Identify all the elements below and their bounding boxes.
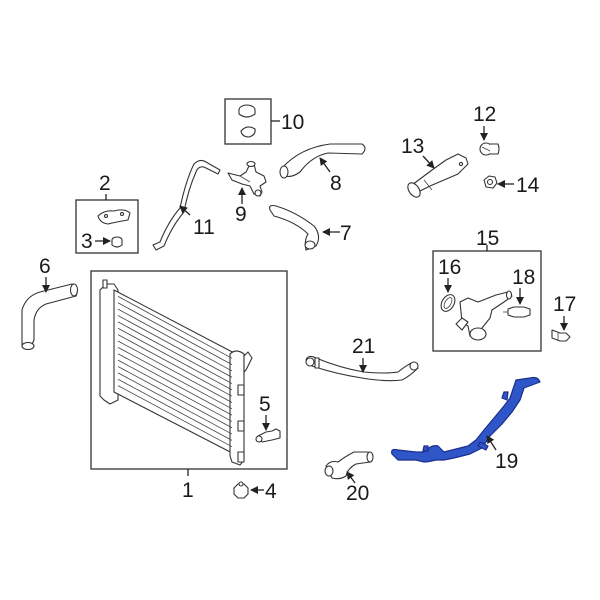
part-13-outlet[interactable] [405,153,469,199]
callout-15[interactable]: 15 [476,227,499,250]
radiator-fin [117,353,233,416]
callout-5[interactable]: 5 [259,393,271,416]
radiator-fin [117,359,233,422]
part-19-pipe[interactable] [391,376,541,463]
part-15-housing-assembly[interactable] [432,245,542,352]
part-1-radiator[interactable] [90,270,288,476]
part-10-caps[interactable] [224,98,280,145]
callout-8[interactable]: 8 [330,172,342,195]
callout-12[interactable]: 12 [473,103,496,126]
callout-13[interactable]: 13 [401,135,424,158]
radiator-fin [117,315,233,378]
callout-17[interactable]: 17 [553,293,576,316]
radiator-fin [117,378,233,441]
radiator-fin [117,385,233,448]
callout-2[interactable]: 2 [99,172,111,195]
callout-9[interactable]: 9 [235,203,247,226]
part-12-thermostat[interactable] [479,142,500,156]
callout-4[interactable]: 4 [265,480,277,503]
part-14-nut[interactable] [483,175,498,189]
part-9-connector[interactable] [227,160,267,197]
callout-18[interactable]: 18 [512,266,535,289]
part-2-bracket-kit[interactable] [75,194,139,254]
part-17-bolt[interactable] [551,329,571,342]
radiator-fin [117,340,233,403]
radiator-fin [117,347,233,410]
callout-14[interactable]: 14 [516,174,540,197]
callout-6[interactable]: 6 [39,255,51,278]
radiator-fin [117,308,233,372]
callout-1[interactable]: 1 [182,479,194,502]
part-6-hose[interactable] [21,283,79,351]
callout-11[interactable]: 11 [193,216,215,239]
callout-20[interactable]: 20 [346,482,369,505]
part-7-hose[interactable] [269,204,320,251]
callout-19[interactable]: 19 [495,450,518,473]
radiator-fins [117,296,233,448]
part-4-plug[interactable] [233,481,249,499]
part-20-hose[interactable] [324,451,374,480]
callout-10[interactable]: 10 [281,111,304,134]
callout-7[interactable]: 7 [340,222,352,245]
radiator-fin [117,302,233,365]
radiator-fin [117,327,233,391]
callout-3[interactable]: 3 [81,230,93,253]
radiator-fin [117,372,233,435]
radiator-fin [117,321,233,384]
radiator-fin [117,334,233,397]
part-21-hose[interactable] [305,355,419,382]
callout-21[interactable]: 21 [352,335,375,358]
radiator-fin [117,296,233,359]
part-5-sensor[interactable] [255,428,281,443]
part-8-hose[interactable] [279,143,366,179]
radiator-fin [117,366,233,429]
callout-16[interactable]: 16 [438,256,461,279]
